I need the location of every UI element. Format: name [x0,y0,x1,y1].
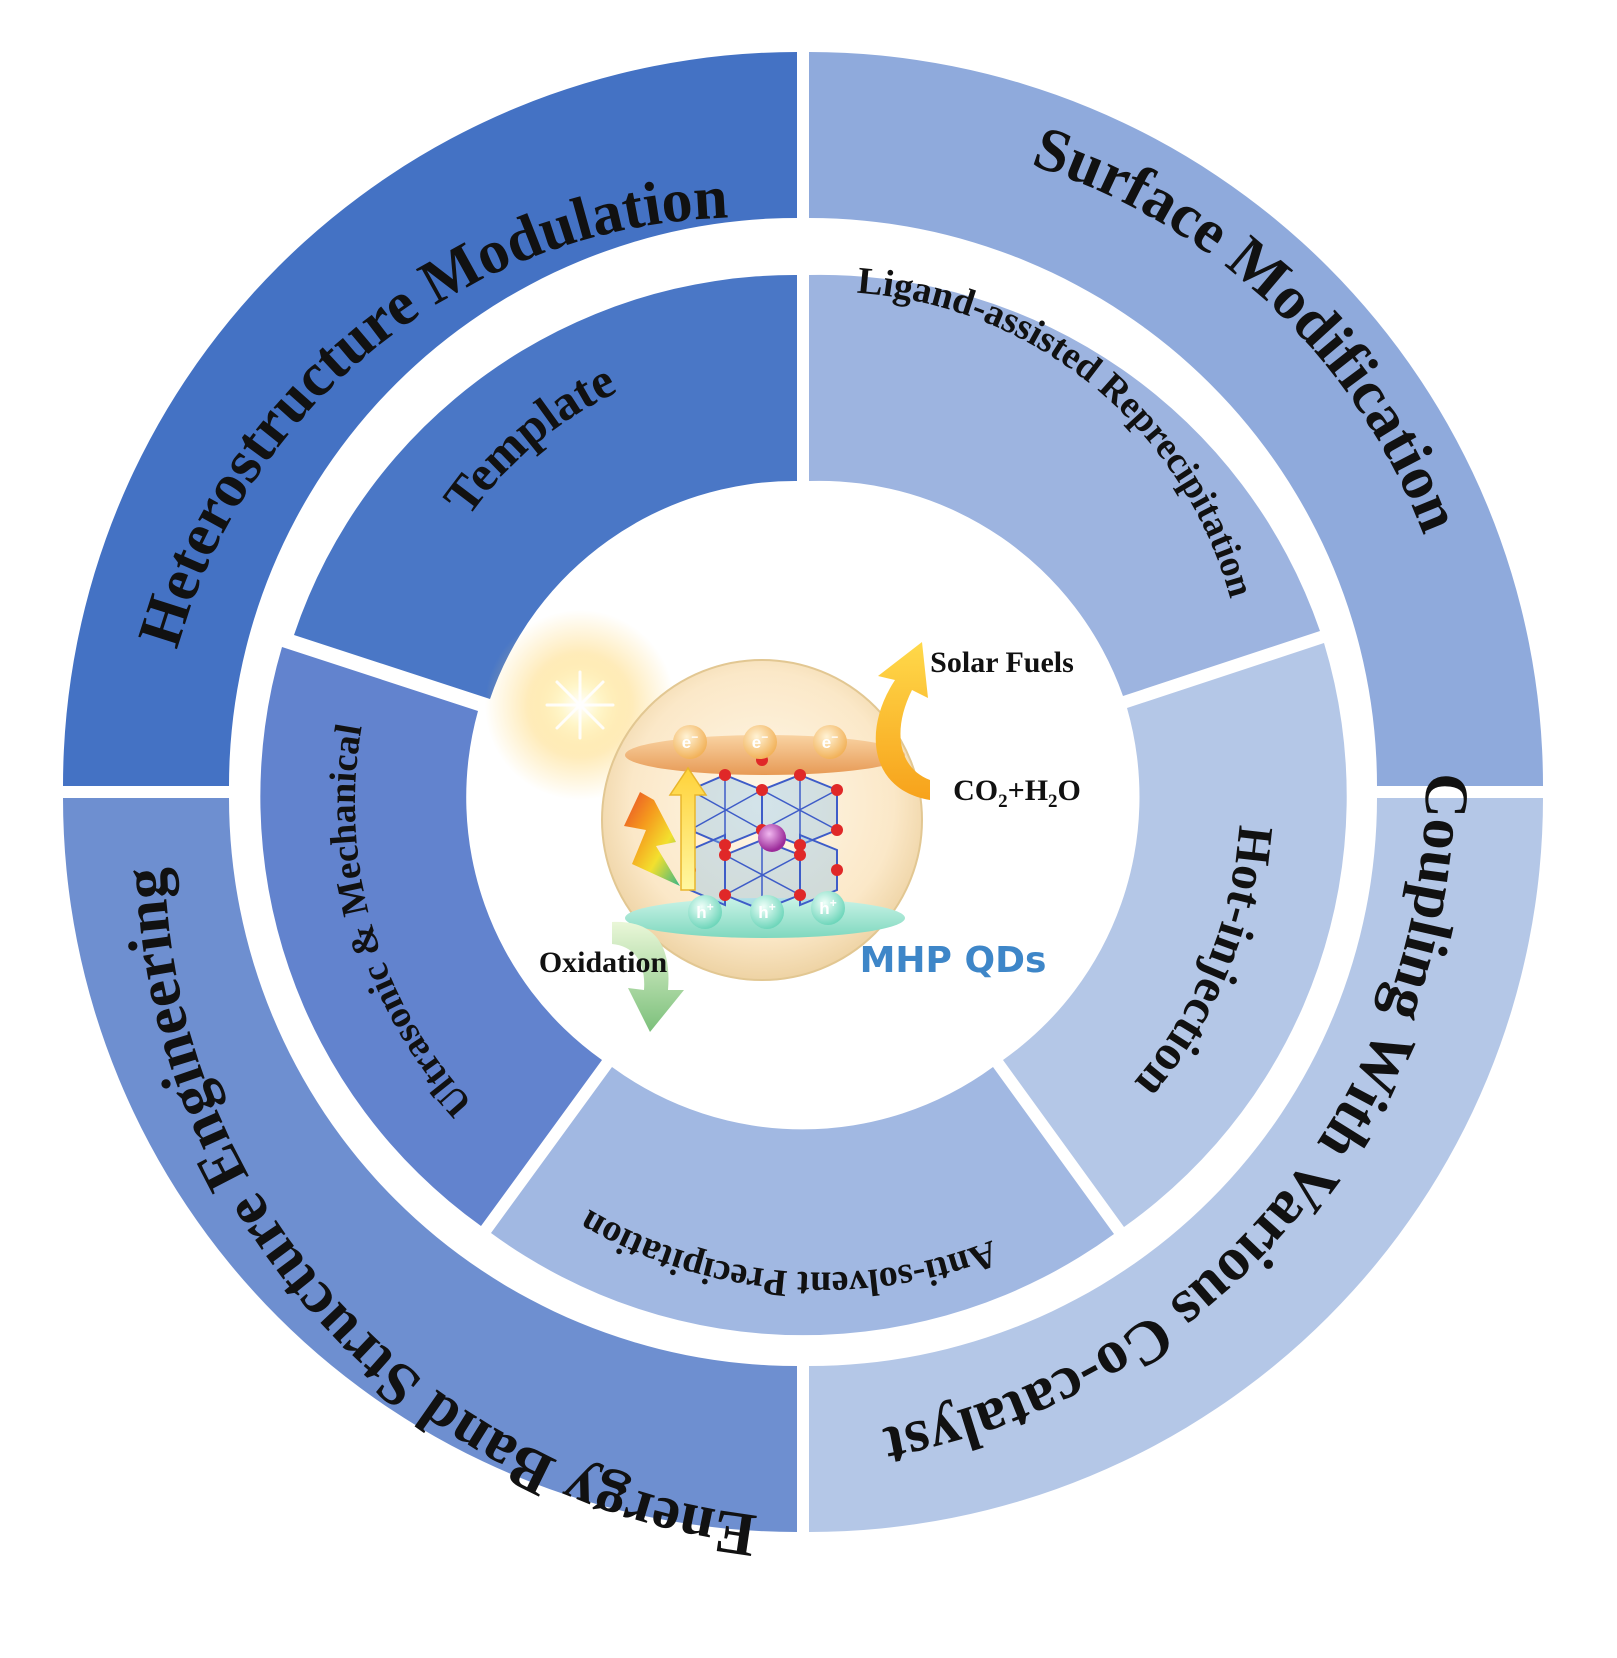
excitation-arrow-icon [668,766,708,891]
oxidation-label: Oxidation [539,946,668,979]
segment-template[interactable] [294,274,797,699]
solar-fuels-label: Solar Fuels [930,646,1074,679]
sun-rays [545,670,615,740]
holes: h+ h+ h+ [688,891,845,929]
outer-ring [63,52,1543,1532]
hole-label: h [696,903,706,922]
hole-label: h [819,899,829,918]
segment-energy-band[interactable] [63,798,797,1532]
segment-anti-solvent[interactable] [491,1067,1114,1336]
electron-label: e [822,733,831,752]
segment-larp[interactable] [809,274,1320,696]
hole-charge: + [707,900,714,914]
segment-ultrasonic[interactable] [260,647,602,1226]
svg-text:e−: e− [752,730,768,752]
svg-text:e−: e− [822,730,838,752]
electron-label: e [682,733,691,752]
segment-hot-injection[interactable] [1003,643,1347,1227]
svg-text:h+: h+ [696,900,713,922]
svg-text:h+: h+ [819,896,836,918]
a-site-cation [758,824,786,852]
hole-label: h [758,903,768,922]
hole-charge: + [830,896,837,910]
electron-charge: − [691,730,698,744]
center-illustration: e− e− e− h+ h+ h+ Solar Fuels CO2+H2O Ox… [485,610,1081,1032]
lightning-bolt-icon [624,792,680,886]
electron-charge: − [761,730,768,744]
svg-text:e−: e− [682,730,698,752]
inner-ring [260,274,1347,1336]
hole-charge: + [769,900,776,914]
reactants-label: CO2+H2O [953,774,1081,812]
segment-coupling[interactable] [809,798,1543,1532]
svg-text:h+: h+ [758,900,775,922]
electron-label: e [752,733,761,752]
electron-charge: − [831,730,838,744]
segment-surface[interactable] [809,52,1543,786]
electrons: e− e− e− [673,725,847,759]
mhp-qds-label: MHP QDs [860,940,1047,981]
solar-fuels-arrow-icon [875,642,930,800]
oxidation-arrow-icon [612,921,684,1032]
segment-heterostructure[interactable] [63,52,797,786]
